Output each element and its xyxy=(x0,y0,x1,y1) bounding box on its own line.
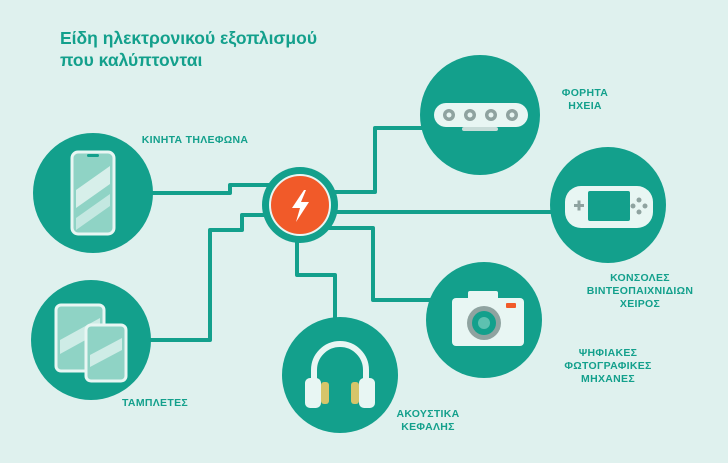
label-headphones-line-2: ΚΕΦΑΛΗΣ xyxy=(401,421,455,433)
connector-headphones xyxy=(295,232,337,318)
label-consoles: ΚΟΝΣΟΛΕΣ ΒΙΝΤΕΟΠΑΙΧΝΙΔΙΩΝ ΧΕΙΡΟΣ xyxy=(570,272,710,311)
tablets-node xyxy=(31,280,151,400)
hub-node xyxy=(262,167,338,243)
connector-phones xyxy=(150,183,270,195)
camera-icon xyxy=(452,291,524,346)
label-headphones-line-1: ΑΚΟΥΣΤΙΚΑ xyxy=(396,408,460,420)
tablets-icon xyxy=(54,303,128,383)
phones-node xyxy=(33,133,153,253)
connector-lines xyxy=(150,126,555,342)
connector-cameras xyxy=(325,226,433,302)
label-cameras-line-2: ΦΩΤΟΓΡΑΦΙΚΕΣ xyxy=(564,360,652,372)
label-consoles-line-2: ΒΙΝΤΕΟΠΑΙΧΝΙΔΙΩΝ xyxy=(586,285,694,297)
label-speakers: ΦΟΡΗΤΑ ΗΧΕΙΑ xyxy=(540,87,630,113)
title-line-1: Είδη ηλεκτρονικού εξοπλισμού xyxy=(60,28,318,48)
page-title: Είδη ηλεκτρονικού εξοπλισμού που καλύπτο… xyxy=(60,27,317,71)
label-consoles-line-3: ΧΕΙΡΟΣ xyxy=(619,298,661,310)
smartphone-icon xyxy=(70,150,116,236)
connector-speakers xyxy=(330,126,423,194)
connector-tablets xyxy=(150,213,270,342)
title-line-2: που καλύπτονται xyxy=(60,50,203,70)
label-phones-text: ΚΙΝΗΤΑ ΤΗΛΕΦΩΝΑ xyxy=(141,134,249,146)
headphones-icon xyxy=(305,341,375,408)
label-speakers-line-1: ΦΟΡΗΤΑ xyxy=(561,87,609,99)
label-tablets: ΤΑΜΠΛΕΤΕΣ xyxy=(110,397,200,410)
label-speakers-line-2: ΗΧΕΙΑ xyxy=(568,100,602,112)
cameras-node xyxy=(426,262,542,378)
label-cameras: ΨΗΦΙΑΚΕΣ ΦΩΤΟΓΡΑΦΙΚΕΣ ΜΗΧΑΝΕΣ xyxy=(548,347,668,386)
label-cameras-line-1: ΨΗΦΙΑΚΕΣ xyxy=(578,347,638,359)
lightning-bolt-icon xyxy=(292,190,309,222)
handheld-console-icon xyxy=(565,186,653,228)
label-cameras-line-3: ΜΗΧΑΝΕΣ xyxy=(581,373,635,385)
consoles-node xyxy=(550,147,666,263)
headphones-node xyxy=(282,317,398,433)
speakers-node xyxy=(420,55,540,175)
label-phones: ΚΙΝΗΤΑ ΤΗΛΕΦΩΝΑ xyxy=(130,134,260,147)
portable-speaker-icon xyxy=(434,103,528,131)
label-headphones: ΑΚΟΥΣΤΙΚΑ ΚΕΦΑΛΗΣ xyxy=(383,408,473,434)
label-tablets-text: ΤΑΜΠΛΕΤΕΣ xyxy=(122,397,188,409)
label-consoles-line-1: ΚΟΝΣΟΛΕΣ xyxy=(610,272,670,284)
